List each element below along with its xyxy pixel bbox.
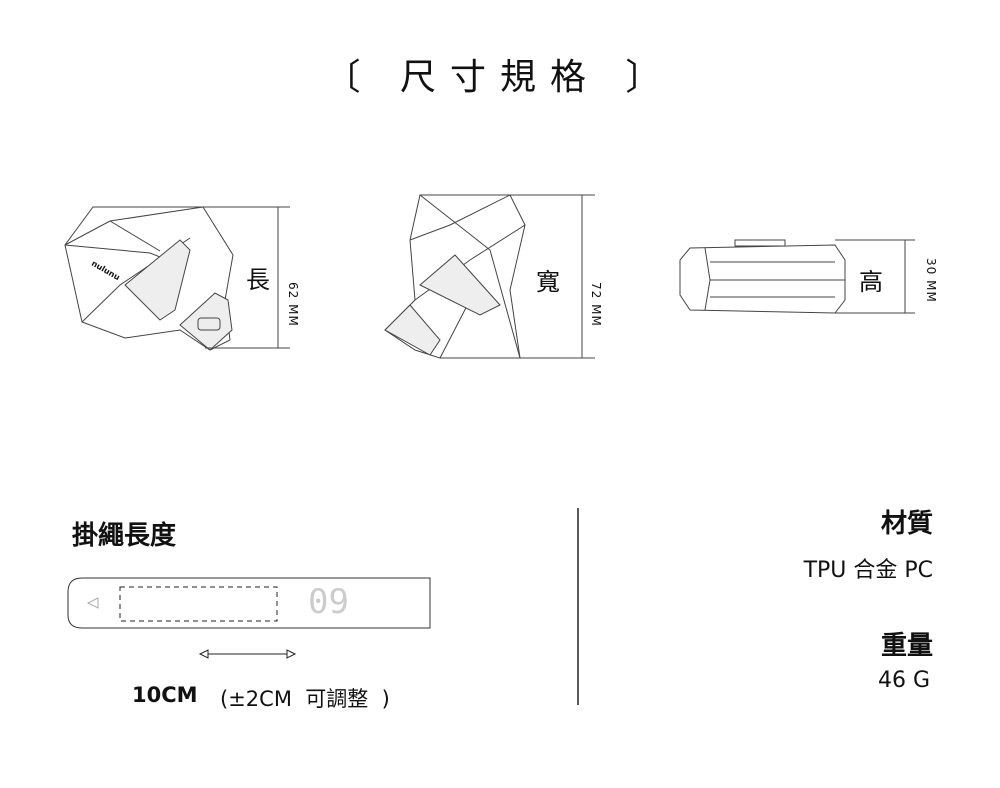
lanyard-note: (±2CM 可調整 )	[220, 687, 390, 711]
length-view-drawing	[64, 206, 290, 351]
height-value: 30 MM	[924, 258, 938, 303]
height-label: 高	[859, 268, 883, 296]
lanyard-drawing	[67, 577, 431, 659]
lanyard-heading: 掛繩長度	[72, 521, 177, 551]
lanyard-tag-text: 09	[308, 582, 349, 622]
page-title: 〔 尺寸規格 〕	[324, 57, 676, 98]
width-view-drawing	[384, 194, 595, 359]
width-value: 72 MM	[589, 282, 603, 327]
length-label: 長	[246, 266, 270, 294]
height-view-drawing	[679, 239, 915, 314]
weight-heading: 重量	[880, 631, 933, 661]
width-label: 寬	[536, 268, 560, 296]
length-value: 62 MM	[286, 282, 300, 327]
material-heading: 材質	[880, 509, 933, 539]
material-value: TPU 合金 PC	[803, 558, 933, 583]
lanyard-length: 10CM	[132, 683, 198, 707]
weight-value: 46 G	[877, 668, 930, 693]
